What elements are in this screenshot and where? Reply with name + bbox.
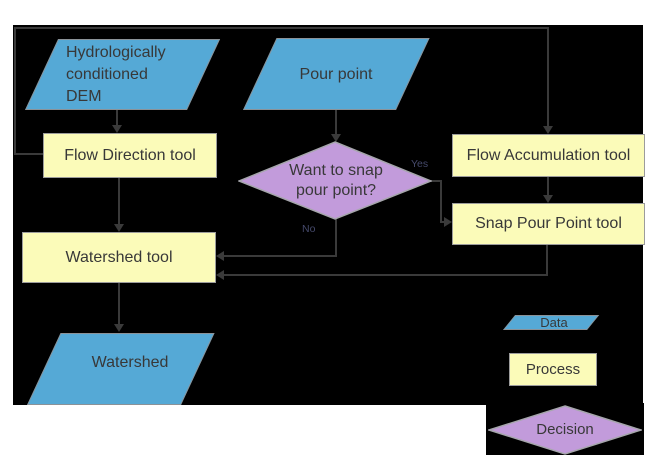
snap-pour-point-node-label: Snap Pour Point tool: [475, 215, 622, 232]
edge-no-vertical: [335, 218, 337, 257]
flow-accumulation-node-label: Flow Accumulation tool: [466, 146, 631, 164]
dem-node-label: Hydrologically conditioned DEM: [66, 44, 166, 105]
arrowhead-into-flow-accumulation: [543, 126, 553, 134]
legend-process-label: Process: [525, 361, 581, 378]
yes-edge-label: Yes: [411, 158, 429, 170]
edge-snap-horizontal: [223, 274, 548, 276]
watershed-tool-node-label: Watershed tool: [65, 248, 173, 266]
edge-yes-vertical: [440, 180, 442, 223]
edge-fd-to-fa-left-vertical: [14, 27, 16, 155]
watershed-tool-node: Watershed tool: [22, 232, 216, 283]
decision-node-label: Want to snap pour point?: [289, 162, 383, 199]
decision-node: [238, 141, 432, 220]
flow-direction-node-label: Flow Direction tool: [64, 146, 196, 164]
edge-fd-to-fa-stub: [14, 153, 43, 155]
legend-decision-label: Decision: [536, 421, 594, 438]
legend-data-label: Data: [540, 314, 568, 330]
legend-process-shape: Process: [509, 353, 597, 386]
edge-pour-to-decision: [335, 110, 337, 136]
arrowhead-into-watershed-tool-right-upper: [216, 251, 224, 261]
pour-point-node-label: Pour point: [299, 66, 373, 83]
edge-no-horizontal: [223, 255, 337, 257]
edge-fd-to-fa-right-vertical: [547, 27, 549, 127]
edge-yes-h2: [440, 221, 446, 223]
edge-wt-to-watershed: [118, 282, 120, 326]
arrowhead-into-watershed-tool-top: [114, 224, 124, 232]
legend-decision-shape: [488, 405, 642, 455]
arrowhead-into-flow-direction: [112, 125, 122, 133]
edge-fd-to-watershed-tool: [118, 178, 120, 226]
arrowhead-into-decision: [331, 134, 341, 142]
flow-accumulation-node: Flow Accumulation tool: [452, 134, 645, 177]
arrowhead-into-snap-left: [444, 217, 452, 227]
edge-dem-to-fd: [116, 110, 118, 127]
no-edge-label: No: [302, 223, 316, 235]
watershed-node-label: Watershed: [91, 354, 169, 371]
arrowhead-into-watershed-tool-right-lower: [216, 270, 224, 280]
edge-yes-h1: [430, 180, 442, 182]
arrowhead-into-watershed: [114, 324, 124, 332]
flow-direction-node: Flow Direction tool: [43, 133, 217, 178]
edge-snap-vertical: [546, 245, 548, 276]
edge-fd-to-fa-top-horizontal: [14, 27, 549, 29]
edge-fa-to-snap: [547, 177, 549, 197]
snap-pour-point-node: Snap Pour Point tool: [452, 203, 645, 245]
arrowhead-into-snap-top: [543, 195, 553, 203]
